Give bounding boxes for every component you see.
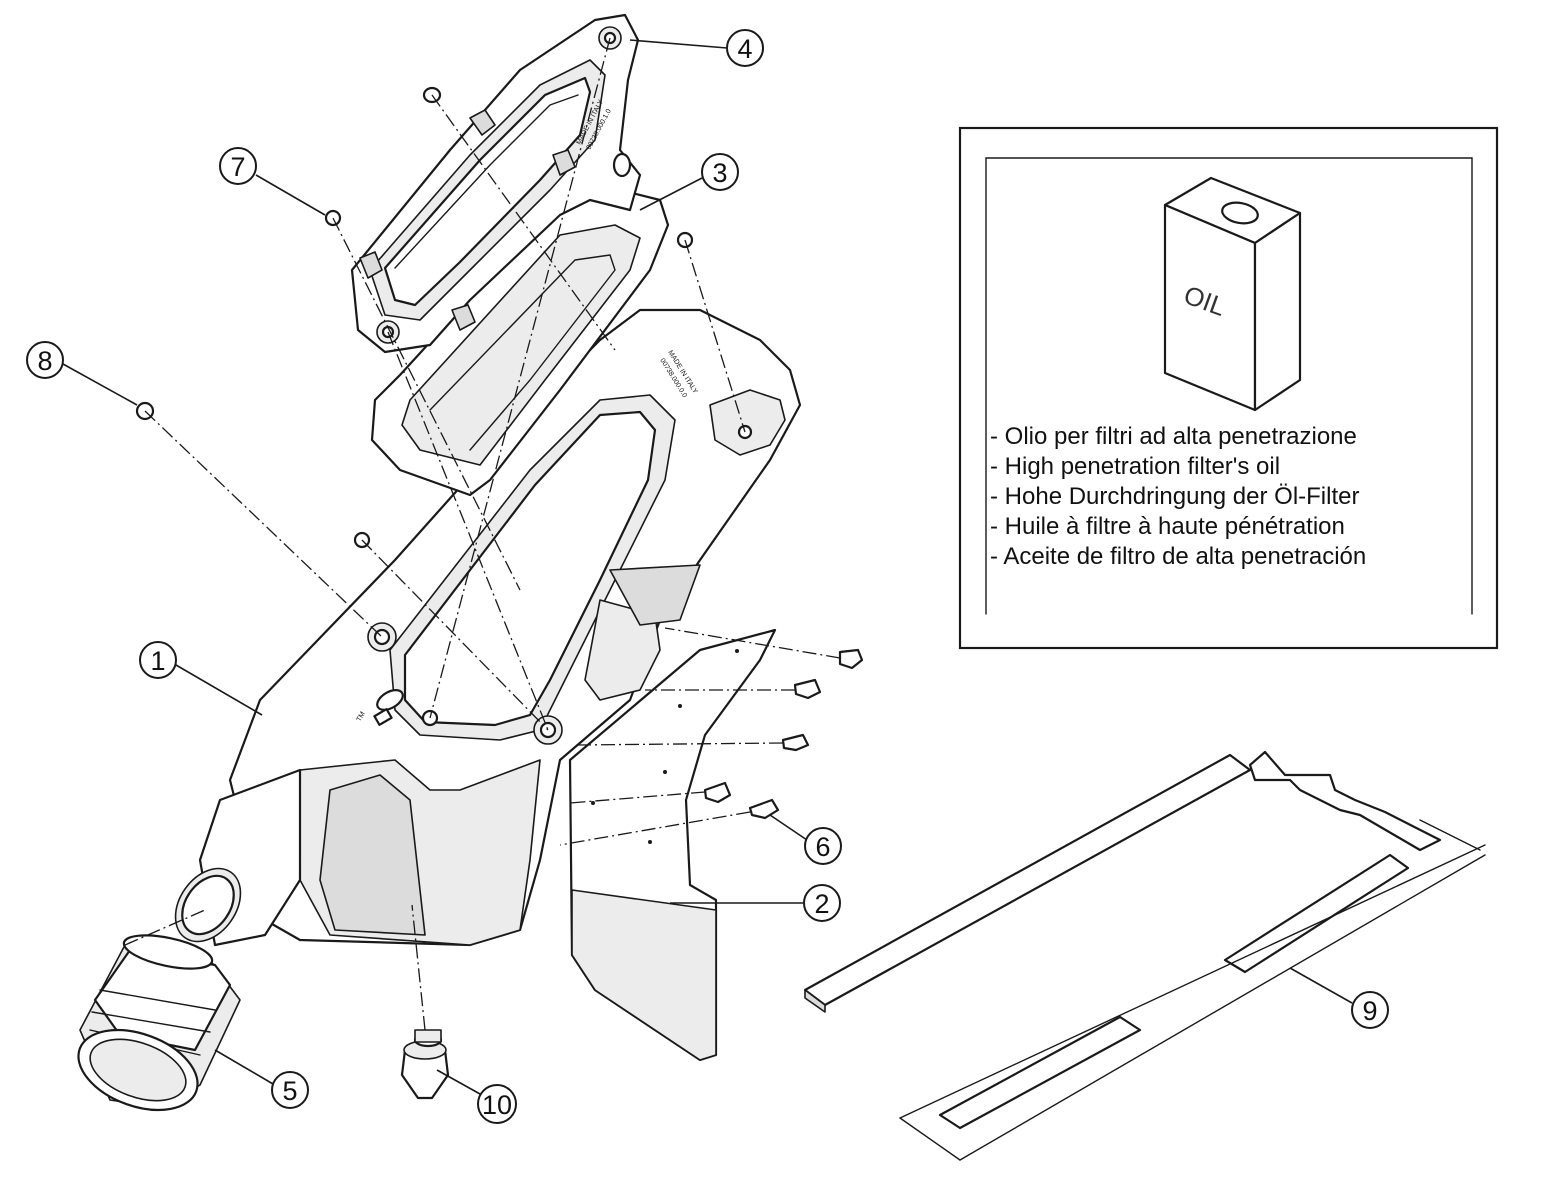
callout-5: 5 [271, 1071, 309, 1109]
oil-text-it: - Olio per filtri ad alta penetrazione [990, 423, 1357, 450]
oil-text-es: - Aceite de filtro de alta penetración [990, 543, 1366, 570]
callout-10: 10 [477, 1084, 517, 1124]
callout-2-label: 2 [814, 889, 829, 919]
callout-1: 1 [139, 641, 177, 679]
part-1-airbox: TM MADE IN ITALY 00738.000.0.0 [174, 308, 802, 947]
callout-9-label: 9 [1362, 996, 1377, 1026]
callout-10-label: 10 [482, 1090, 512, 1120]
oil-text-fr: - Huile à filtre à haute pénétration [990, 513, 1345, 540]
oil-text-de: - Hohe Durchdringung der Öl-Filter [990, 483, 1359, 510]
callout-9: 9 [1351, 991, 1389, 1029]
callout-5-label: 5 [282, 1076, 297, 1106]
callout-1-label: 1 [150, 646, 165, 676]
callout-3: 3 [701, 153, 739, 191]
callout-4-label: 4 [737, 34, 752, 64]
oil-info-box: OIL - Olio per filtri ad alta penetrazio… [958, 126, 1499, 650]
callout-7: 7 [219, 147, 257, 185]
part-5-sleeve [77, 934, 241, 1112]
callout-6-label: 6 [815, 832, 830, 862]
callout-7-label: 7 [230, 152, 245, 182]
oil-text-en: - High penetration filter's oil [990, 453, 1280, 480]
callout-8-label: 8 [37, 346, 52, 376]
callout-8: 8 [26, 341, 64, 379]
callout-3-label: 3 [712, 158, 727, 188]
part-2-deflector [568, 628, 777, 1062]
callout-2: 2 [803, 884, 841, 922]
part-9-strips [803, 750, 1486, 1161]
body-marking: TM [356, 711, 367, 723]
part-10-drain-plug [400, 1029, 450, 1100]
callouts: 1 2 3 4 5 6 7 8 [26, 29, 1389, 1124]
oil-can-icon: OIL [1163, 176, 1302, 412]
callout-4: 4 [726, 29, 764, 67]
callout-6: 6 [804, 827, 842, 865]
assembly-lines [124, 37, 841, 1031]
